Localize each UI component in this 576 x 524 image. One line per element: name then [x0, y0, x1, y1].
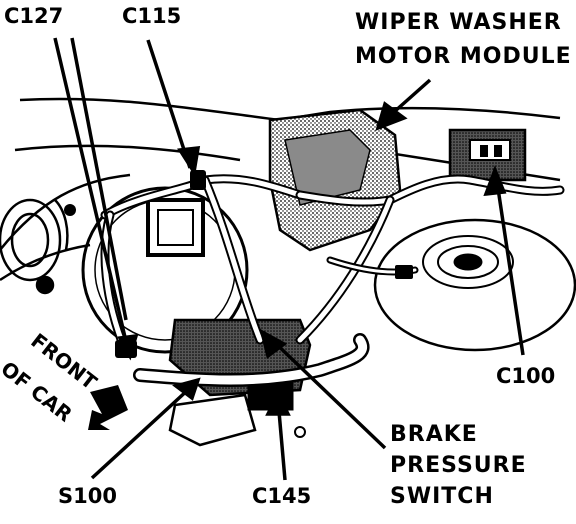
c115-arrowhead — [177, 146, 201, 177]
c115-leader-line — [146, 39, 192, 169]
strut-tower — [373, 218, 576, 352]
brake-booster — [81, 186, 249, 354]
motor-module-label: MOTOR MODULE — [355, 44, 572, 69]
small-connectors — [64, 170, 413, 438]
c100-arrowhead — [483, 165, 507, 197]
left-reservoir — [0, 198, 69, 295]
c100-leader-line — [494, 174, 525, 356]
s100-leader-line — [90, 386, 192, 480]
switch-label: SWITCH — [390, 484, 494, 509]
brake-label: BRAKE — [390, 422, 478, 447]
c145-label: C145 — [252, 484, 312, 508]
s100-label: S100 — [58, 484, 117, 508]
c127-arrowhead — [117, 333, 139, 361]
c127-label: C127 — [4, 4, 64, 28]
wiper-arrowhead — [375, 101, 408, 131]
s100-arrowhead — [172, 377, 201, 401]
c100-label: C100 — [496, 364, 556, 388]
c145-arrowhead — [265, 390, 291, 416]
c127-leader-line-2 — [70, 37, 128, 321]
brake-switch-arrowhead — [259, 328, 288, 359]
front-of-car-arrow — [88, 385, 128, 430]
wiper-washer-label: WIPER WASHER — [355, 10, 562, 35]
leader-arrows — [53, 37, 525, 481]
brake-switch-leader-line — [268, 336, 387, 450]
c115-label: C115 — [122, 4, 182, 28]
pressure-label: PRESSURE — [390, 453, 527, 478]
c127-leader-line — [53, 37, 130, 351]
wiper-washer-motor-module — [268, 108, 402, 252]
c100-connector — [448, 128, 527, 182]
